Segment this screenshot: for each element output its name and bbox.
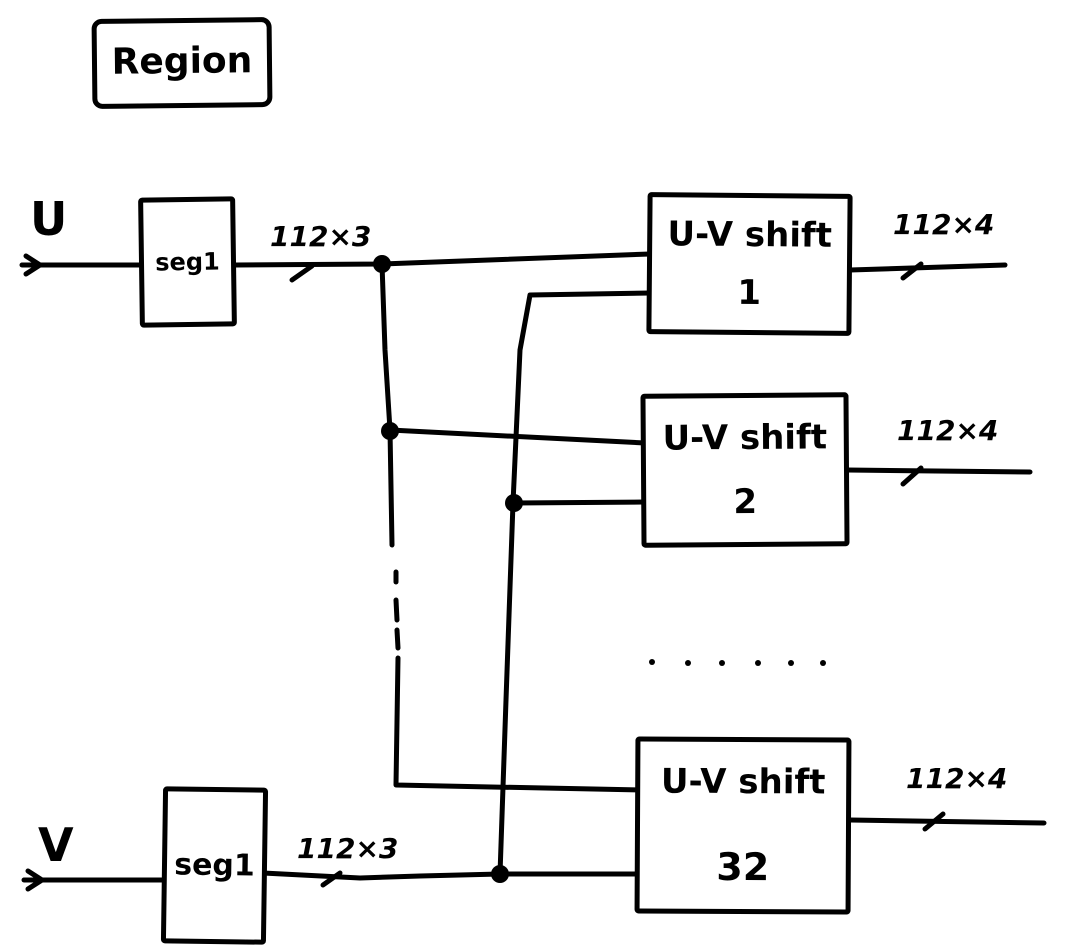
- output-line-32: [847, 817, 1047, 826]
- uv-shift-title-1: U-V shift: [667, 214, 833, 256]
- u-input-arrow: [23, 253, 43, 277]
- v-input-label: V: [38, 818, 74, 872]
- v-bus-slash: [320, 870, 343, 888]
- u-bus-width-label: 112×3: [270, 220, 372, 253]
- output-slash-32: [922, 811, 946, 832]
- uv-shift-title-2: U-V shift: [662, 417, 828, 459]
- v-input-arrow: [25, 868, 45, 892]
- uv-shift-index-32: 32: [716, 845, 770, 890]
- u-vertical-bus: [379, 261, 395, 548]
- seg1-block-v: seg1: [160, 786, 269, 945]
- region-title: Region: [111, 40, 253, 83]
- u-input-label: U: [30, 192, 68, 246]
- output-width-label-1: 112×4: [893, 208, 995, 241]
- output-line-1: [847, 262, 1008, 273]
- uv-shift-block-2: U-V shift 2: [640, 392, 850, 548]
- junction-u-shift2: [381, 422, 399, 440]
- v-vertical-bus: [497, 290, 653, 877]
- v-bus-line: [260, 870, 639, 881]
- output-width-label-32: 112×4: [906, 762, 1008, 795]
- uv-shift-block-1: U-V shift 1: [646, 192, 853, 336]
- seg1-block-u: seg1: [138, 196, 237, 328]
- seg1-label-v: seg1: [173, 847, 256, 884]
- uv-shift-index-1: 1: [737, 272, 762, 314]
- region-title-box: Region: [91, 17, 273, 109]
- v-bus-width-label: 112×3: [297, 832, 399, 865]
- output-width-label-2: 112×4: [897, 414, 999, 447]
- u-vertical-dash-3: [394, 627, 401, 651]
- junction-v-shift2: [505, 494, 523, 512]
- ellipsis-dots: [649, 659, 826, 666]
- seg1-label-u: seg1: [155, 247, 220, 277]
- junction-v-bottom: [491, 865, 509, 883]
- u-vertical-dash-2: [393, 597, 400, 623]
- uv-shift-title-32: U-V shift: [660, 761, 826, 803]
- u-bus-line: [233, 251, 653, 268]
- output-line-2: [844, 467, 1033, 475]
- output-slash-2: [900, 465, 924, 487]
- junction-u-top: [373, 255, 391, 273]
- uv-shift-block-32: U-V shift 32: [634, 736, 852, 915]
- uv-shift-index-2: 2: [733, 481, 758, 523]
- output-slash-1: [900, 261, 924, 281]
- u-vertical-bus-lower: [393, 655, 643, 793]
- u-bus-slash: [289, 263, 315, 283]
- v-branch-shift2: [510, 499, 648, 506]
